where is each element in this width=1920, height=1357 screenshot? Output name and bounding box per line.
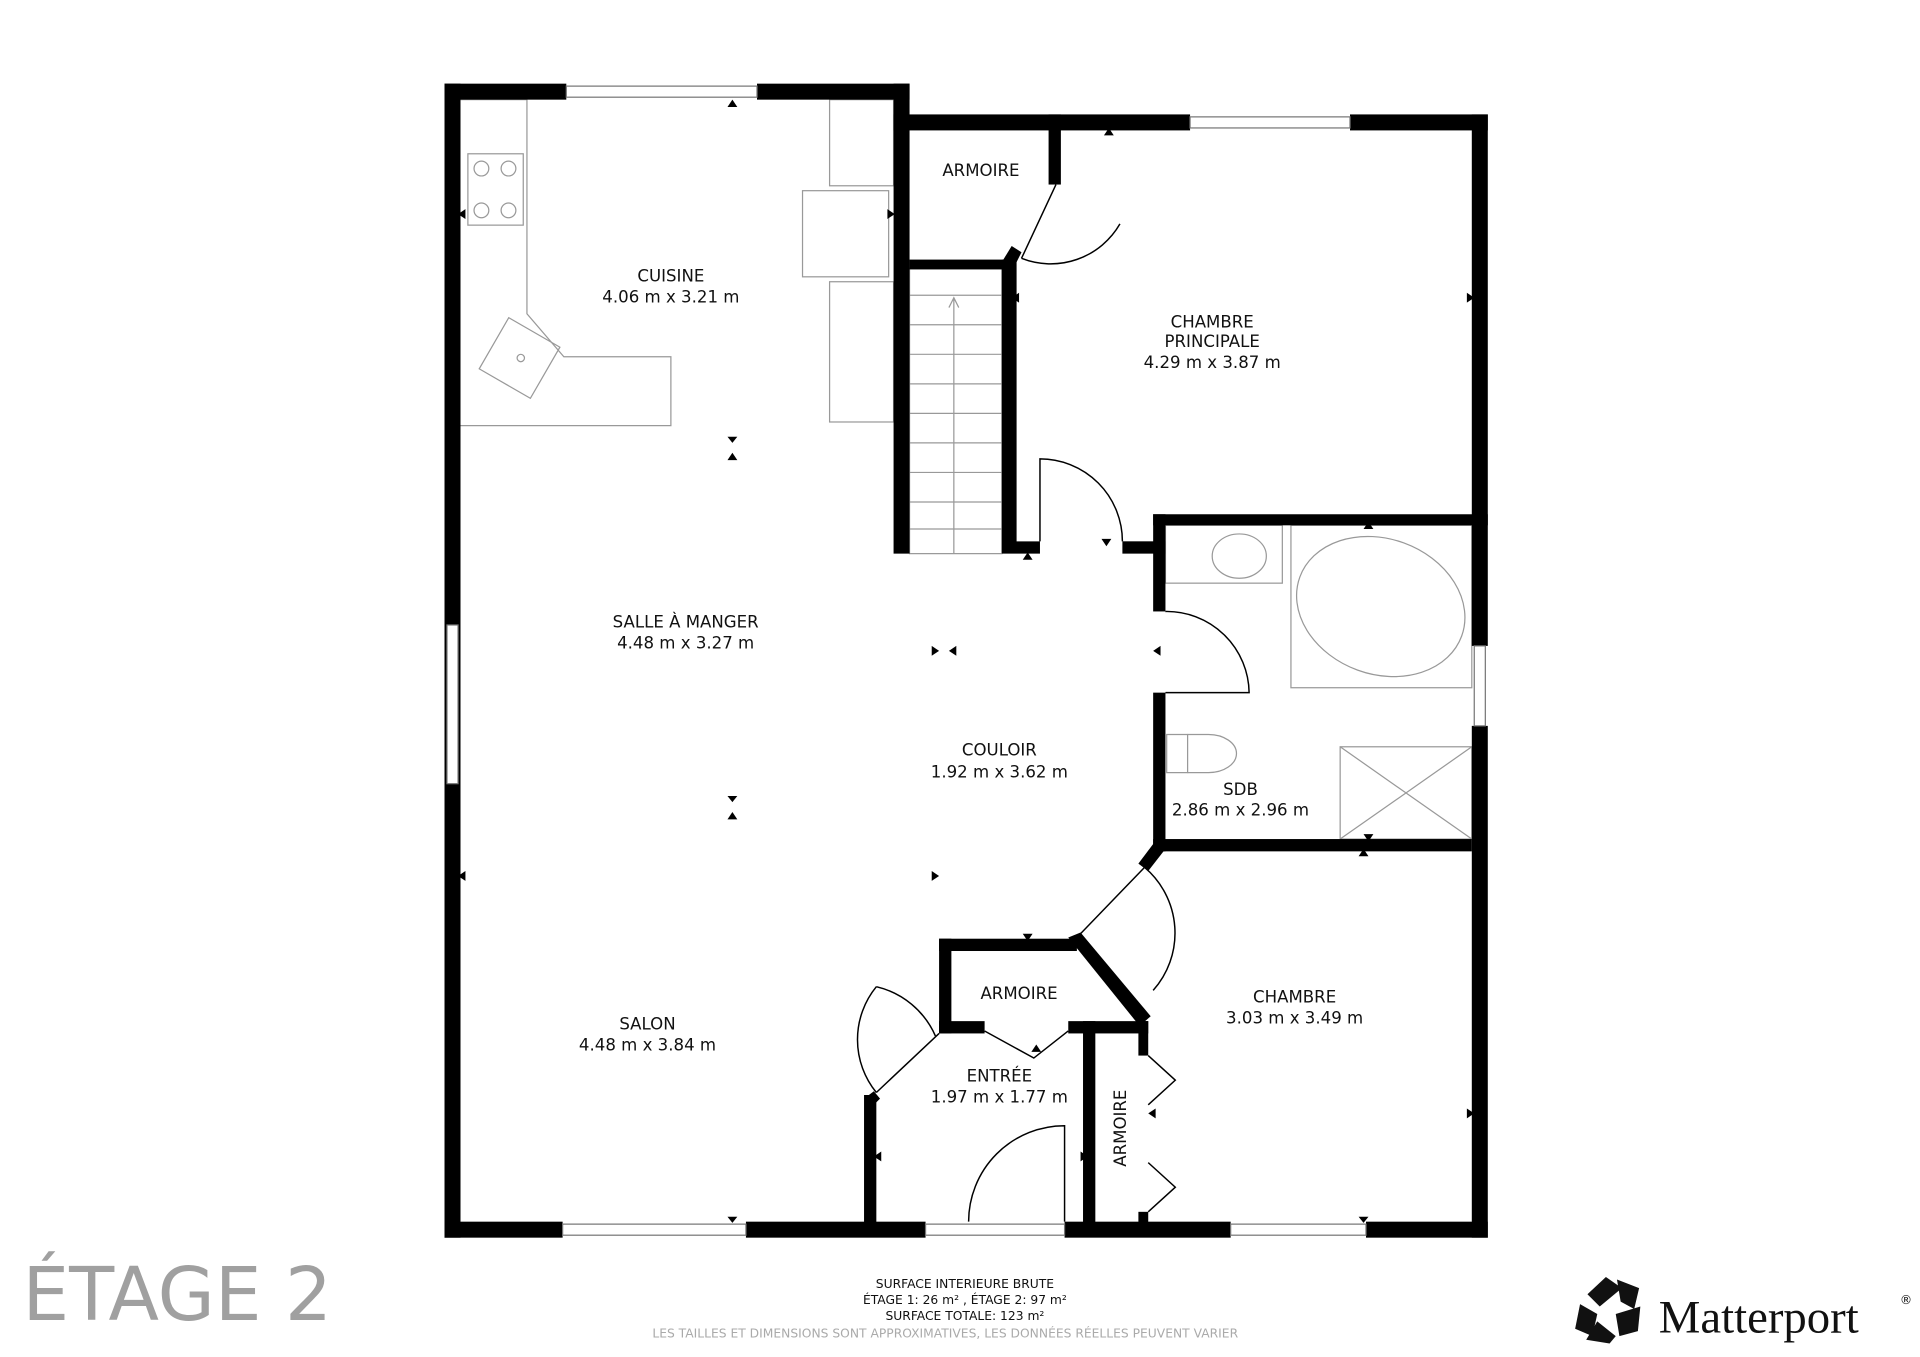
footer-line3: SURFACE TOTALE: 123 m² [885, 1309, 1044, 1323]
room-name-chambre: CHAMBRE [1253, 988, 1336, 1007]
room-dims-salon: 4.48 m x 3.84 m [579, 1036, 716, 1055]
brand-registered-mark: ® [1900, 1293, 1912, 1307]
room-dims-sdb: 2.86 m x 2.96 m [1172, 801, 1309, 820]
area-summary: SURFACE INTERIEURE BRUTE ÉTAGE 1: 26 m² … [652, 1277, 1238, 1340]
doors [856, 184, 1250, 1222]
footer-line1: SURFACE INTERIEURE BRUTE [876, 1277, 1054, 1291]
room-name-sdb: SDB [1223, 780, 1258, 799]
room-name-armoire-top: ARMOIRE [942, 161, 1019, 180]
brand-name: Matterport [1659, 1291, 1859, 1343]
staircase [908, 267, 1003, 555]
matterport-logo: Matterport ® [1575, 1277, 1912, 1344]
floor-label: ÉTAGE 2 [23, 1252, 332, 1338]
room-name-armoire-middle: ARMOIRE [980, 984, 1057, 1003]
room-dims-entree: 1.97 m x 1.77 m [931, 1087, 1068, 1106]
room-labels: CUISINE 4.06 m x 3.21 m ARMOIRE CHAMBRE … [579, 161, 1363, 1167]
room-name-salon: SALON [619, 1015, 675, 1034]
matterport-mark-icon [1575, 1277, 1641, 1344]
room-dims-salle-a-manger: 4.48 m x 3.27 m [617, 633, 754, 652]
room-dims-chambre-principale: 4.29 m x 3.87 m [1144, 353, 1281, 372]
walls [444, 83, 1488, 1238]
room-name-chambre-principale-1: CHAMBRE [1171, 312, 1254, 331]
room-name-entree: ENTRÉE [967, 1066, 1033, 1085]
room-dims-chambre: 3.03 m x 3.49 m [1226, 1009, 1363, 1028]
room-name-cuisine: CUISINE [637, 267, 704, 286]
fixtures [460, 99, 1473, 840]
room-name-chambre-principale-2: PRINCIPALE [1165, 332, 1260, 351]
room-name-couloir: COULOIR [962, 740, 1037, 759]
room-name-salle-a-manger: SALLE À MANGER [613, 612, 759, 631]
room-dims-couloir: 1.92 m x 3.62 m [931, 763, 1068, 782]
footer-disclaimer: LES TAILLES ET DIMENSIONS SONT APPROXIMA… [652, 1325, 1238, 1340]
windows [446, 85, 1486, 1236]
room-name-armoire-side: ARMOIRE [1111, 1090, 1130, 1167]
view-markers [458, 99, 1475, 1223]
room-dims-cuisine: 4.06 m x 3.21 m [602, 288, 739, 307]
footer-line2: ÉTAGE 1: 26 m² , ÉTAGE 2: 97 m² [863, 1292, 1067, 1307]
